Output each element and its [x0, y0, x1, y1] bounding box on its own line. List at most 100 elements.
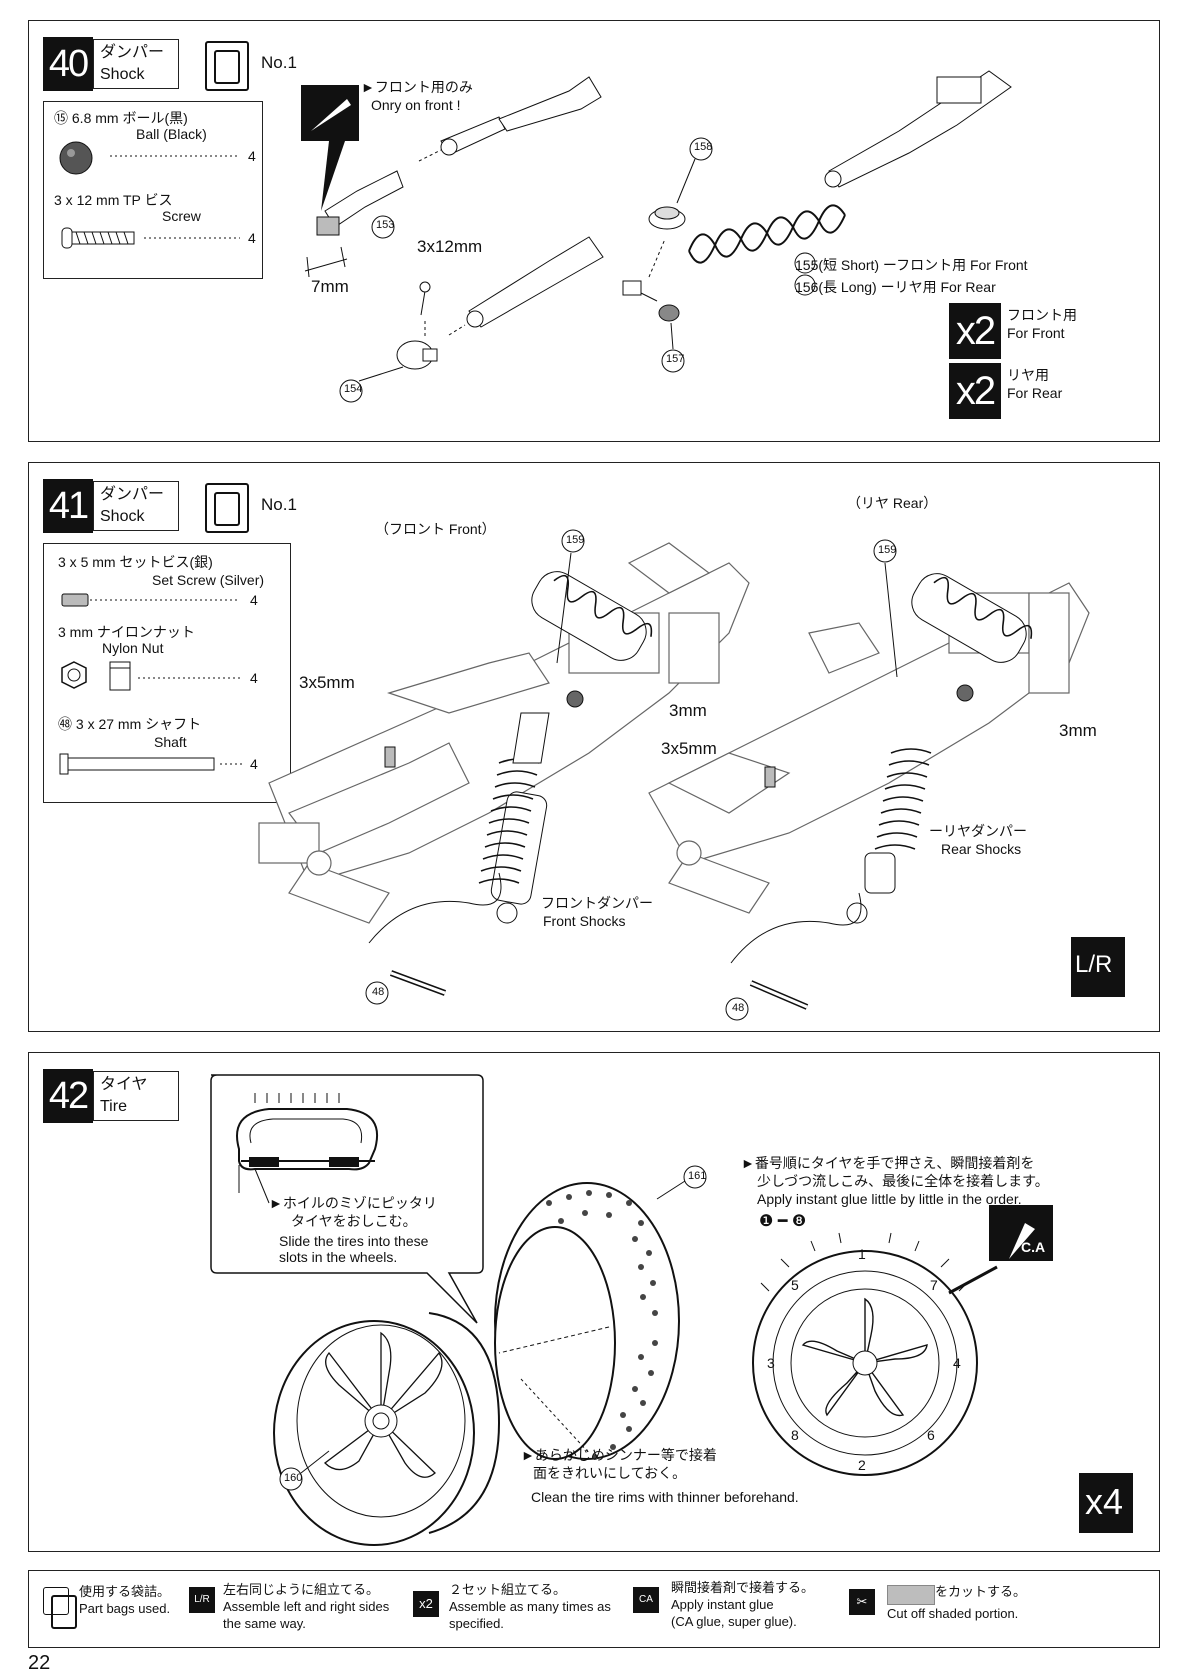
step-title-jp: タイヤ [100, 1076, 148, 1093]
lr-icon: L/R [189, 1587, 215, 1613]
glue-order-7: 7 [930, 1277, 938, 1293]
glue-note-jp1: ►番号順にタイヤを手で押さえ、瞬間接着剤を [741, 1155, 1035, 1171]
legend-lr-en1: Assemble left and right sides [223, 1599, 390, 1614]
callout-48-front: 48 [372, 986, 385, 998]
page-number: 22 [28, 1652, 51, 1674]
times-4-badge: x4 [1085, 1481, 1124, 1522]
bag-label: No.1 [261, 495, 297, 514]
parts-list: ⑮ 6.8 mm ボール(黒) Ball (Black) 4 3 x 12 mm… [43, 101, 263, 279]
screw-3x12: 3x12mm [417, 237, 483, 256]
legend-ca-jp: 瞬間接着剤で接着する。 [671, 1580, 815, 1595]
part-setscrew-name-en: Set Screw (Silver) [152, 572, 265, 588]
times-rear-en: For Rear [1007, 385, 1063, 401]
legend-cut-en: Cut off shaded portion. [887, 1606, 1019, 1621]
part-nut-qty: 4 [250, 670, 258, 686]
legend-lr-jp: 左右同じように組立てる。 [223, 1582, 380, 1597]
part-setscrew-qty: 4 [250, 592, 258, 608]
slide-note-jp1: ►ホイルのミゾにピッタリ [269, 1195, 437, 1211]
legend-bag-jp: 使用する袋詰。 [79, 1584, 171, 1599]
part-shaft-qty: 4 [250, 756, 258, 772]
step-number: 41 [43, 479, 93, 533]
front-shocks-en: Front Shocks [543, 913, 626, 929]
step-title-en: Shock [100, 508, 145, 525]
front-label: （フロント Front） [375, 521, 496, 537]
step-number: 40 [43, 37, 93, 91]
ca-glue-icon: CA [633, 1587, 659, 1613]
step-title: タイヤ Tire [93, 1071, 179, 1121]
step-title-en: Tire [100, 1098, 127, 1115]
legend-bag-en: Part bags used. [79, 1601, 171, 1616]
part-nut-name-en: Nylon Nut [102, 640, 164, 656]
step-number: 42 [43, 1069, 93, 1123]
legend-ca: 瞬間接着剤で接着する。 Apply instant glue (CA glue,… [671, 1579, 814, 1630]
callout-160: 160 [284, 1472, 303, 1484]
legend-lr: 左右同じように組立てる。 Assemble left and right sid… [223, 1581, 389, 1632]
rear-shocks-jp: ーリヤダンパー [929, 823, 1027, 839]
bag-icon [205, 41, 249, 91]
step-42-diagram [210, 1074, 1133, 1546]
legend-lr-en2: the same way. [223, 1616, 306, 1631]
glue-order-1: 1 [858, 1246, 866, 1262]
set-screw-label-front: 3x5mm [299, 673, 355, 692]
step-title: ダンパー Shock [93, 39, 179, 89]
clean-note-jp1: ►あらかじめシンナー等で接着 [521, 1447, 717, 1463]
shaded-swatch [887, 1585, 935, 1605]
legend-ca-en1: Apply instant glue [671, 1597, 774, 1612]
rear-label: （リヤ Rear） [847, 495, 938, 511]
rear-shocks-en: Rear Shocks [941, 841, 1022, 857]
nut-label-front: 3mm [669, 701, 707, 720]
knife-icon: ✂ [849, 1589, 875, 1615]
step-41-diagram [258, 529, 1125, 1021]
bag-icon [205, 483, 249, 533]
callout-161: 161 [688, 1170, 707, 1182]
front-only-jp: ►フロント用のみ [361, 79, 473, 95]
part-shaft-name: ㊽ 3 x 27 mm シャフト [58, 716, 202, 732]
callout-154: 154 [344, 383, 363, 395]
legend-bag: 使用する袋詰。 Part bags used. [79, 1583, 170, 1617]
nut-label-rear: 3mm [1059, 721, 1097, 740]
callout-157: 157 [666, 353, 685, 365]
part-shaft-name-en: Shaft [154, 734, 187, 750]
step-title-jp: ダンパー [100, 486, 165, 503]
legend-x2-en2: specified. [449, 1616, 504, 1631]
x2-icon: x2 [413, 1591, 439, 1617]
part-setscrew-name: 3 x 5 mm セットビス(銀) [58, 554, 213, 570]
ca-label: C.A [1021, 1239, 1046, 1255]
times-rear-badge: x2 [949, 363, 1001, 419]
part-screw-name-en: Screw [162, 208, 201, 224]
glue-order-6: 6 [927, 1427, 935, 1443]
clean-note-jp2: 面をきれいにしておく。 [533, 1465, 687, 1481]
step-title-jp: ダンパー [100, 44, 165, 61]
part-ball-name: ⑮ 6.8 mm ボール(黒) [54, 110, 188, 126]
parts-drawings [59, 141, 240, 249]
part-screw-name: 3 x 12 mm TP ビス [54, 192, 173, 208]
legend-cut-jp: をカットする。 [935, 1584, 1027, 1599]
slide-note-en1: Slide the tires into these [279, 1233, 429, 1249]
glue-note-en: Apply instant glue little by little in t… [757, 1191, 1022, 1207]
parts-list: 3 x 5 mm セットビス(銀) Set Screw (Silver) 4 3… [43, 543, 291, 803]
set-screw-label-rear: 3x5mm [661, 739, 717, 758]
glue-note-jp2: 少しづつ流しこみ、最後に全体を接着します。 [757, 1173, 1049, 1189]
lr-badge: L/R [1075, 951, 1113, 978]
legend-x2-en1: Assemble as many times as [449, 1599, 611, 1614]
glue-order-5: 5 [791, 1277, 799, 1293]
callout-159-front: 159 [566, 534, 585, 546]
callout-48-rear: 48 [732, 1002, 745, 1014]
bag-icon [43, 1587, 77, 1629]
callout-153: 153 [376, 219, 395, 231]
legend-x2: ２セット組立てる。 Assemble as many times as spec… [449, 1581, 611, 1632]
step-title-en: Shock [100, 66, 145, 83]
legend-x2-jp: ２セット組立てる。 [449, 1582, 567, 1597]
slide-note-en2: slots in the wheels. [279, 1249, 398, 1265]
legend-ca-en2: (CA glue, super glue). [671, 1614, 797, 1629]
slide-note-jp2: タイヤをおしこむ。 [291, 1213, 417, 1229]
callout-158: 158 [694, 141, 713, 153]
bag-label: No.1 [261, 53, 297, 72]
glue-order-4: 4 [953, 1355, 961, 1371]
glue-order-range: ❶ ━ ❽ [759, 1213, 807, 1230]
front-only-en: Onry on front ! [371, 97, 461, 113]
glue-order-2: 2 [858, 1457, 866, 1473]
part-ball-name-en: Ball (Black) [136, 126, 207, 142]
step-40-diagram [301, 70, 1012, 403]
step-42-panel: 42 タイヤ Tire [28, 1052, 1160, 1552]
